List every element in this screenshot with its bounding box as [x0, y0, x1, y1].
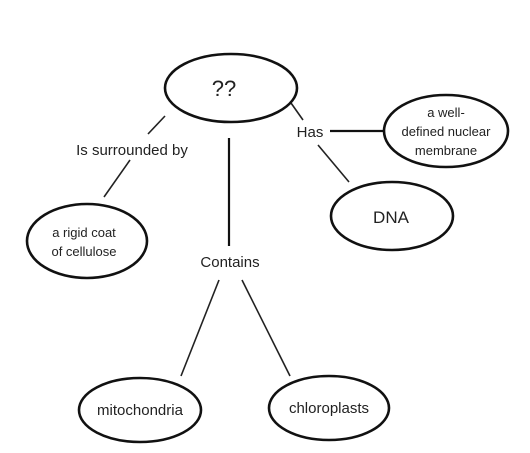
node-nuclear-membrane-line-1: a well- [427, 105, 465, 120]
node-mitochondria: mitochondria [77, 376, 203, 444]
center-node: ?? [163, 52, 299, 124]
node-dna: DNA [329, 180, 455, 252]
edge-center-to-has-label [290, 102, 304, 121]
node-cell-wall: a rigid coat of cellulose [25, 202, 149, 280]
edge-has-label-to-dna [317, 144, 350, 183]
link-label-has: Has [297, 124, 324, 141]
center-node-label: ?? [212, 76, 236, 101]
node-cell-wall-line-2: of cellulose [51, 244, 116, 259]
edge-contains-label-to-mitochondria [180, 279, 220, 377]
node-nuclear-membrane-line-3: membrane [415, 143, 477, 158]
edge-contains-label-to-chloroplasts [241, 279, 291, 377]
node-cell-wall-line-1: a rigid coat [52, 225, 116, 240]
node-nuclear-membrane: a well- defined nuclear membrane [382, 93, 510, 169]
edge-surrounded-label-to-cell-wall [103, 159, 131, 198]
node-chloroplasts-label: chloroplasts [289, 400, 369, 417]
node-dna-label: DNA [373, 208, 410, 227]
link-label-surrounded: Is surrounded by [76, 142, 188, 159]
node-mitochondria-label: mitochondria [97, 402, 184, 419]
edge-center-to-surrounded-label [147, 115, 166, 135]
node-chloroplasts: chloroplasts [267, 374, 391, 442]
node-nuclear-membrane-line-2: defined nuclear [402, 124, 492, 139]
link-label-contains: Contains [200, 254, 259, 271]
